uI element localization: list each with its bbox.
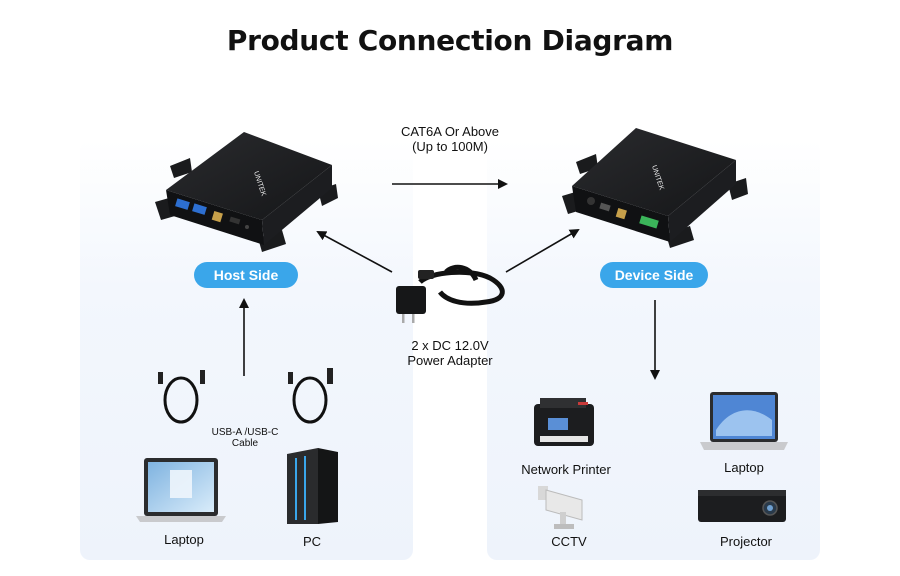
- host-extender-device: [155, 132, 338, 252]
- usb-cable-label: USB-A /USB-C Cable: [206, 427, 284, 449]
- cctv-label: CCTV: [551, 534, 587, 549]
- usb-cable-left-image: [158, 370, 205, 424]
- power-name: Power Adapter: [407, 353, 493, 368]
- power-adapter-label: 2 x DC 12.0V Power Adapter: [392, 338, 508, 368]
- remote-laptop-label: Laptop: [724, 460, 764, 475]
- cable-label: CAT6A Or Above (Up to 100M): [388, 124, 512, 154]
- host-side-badge: Host Side: [194, 262, 298, 288]
- arrow-power-host: [316, 231, 393, 273]
- laptop-right-image: [700, 392, 788, 450]
- host-laptop-label: Laptop: [164, 532, 204, 547]
- device-extender-device: [562, 128, 748, 248]
- arrow-power-device: [505, 228, 580, 273]
- usb-cable-word: Cable: [231, 438, 259, 449]
- usb-cable-right-image: [288, 368, 333, 424]
- cable-type: CAT6A Or Above: [400, 124, 500, 139]
- power-adapter-image: [396, 264, 505, 323]
- power-spec: 2 x DC 12.0V: [411, 338, 489, 353]
- usb-cable-type: USB-A /USB-C: [211, 427, 279, 438]
- printer-label: Network Printer: [521, 462, 611, 477]
- cable-range: (Up to 100M): [412, 139, 488, 154]
- diagram-title: Product Connection Diagram: [226, 24, 674, 57]
- cctv-image: [538, 486, 583, 529]
- printer-image: [534, 398, 594, 446]
- pc-tower-image: [287, 448, 338, 524]
- laptop-left-image: [136, 458, 226, 522]
- projector-label: Projector: [719, 534, 773, 549]
- device-side-badge: Device Side: [600, 262, 708, 288]
- host-pc-label: PC: [302, 534, 322, 549]
- projector-image: [698, 490, 786, 522]
